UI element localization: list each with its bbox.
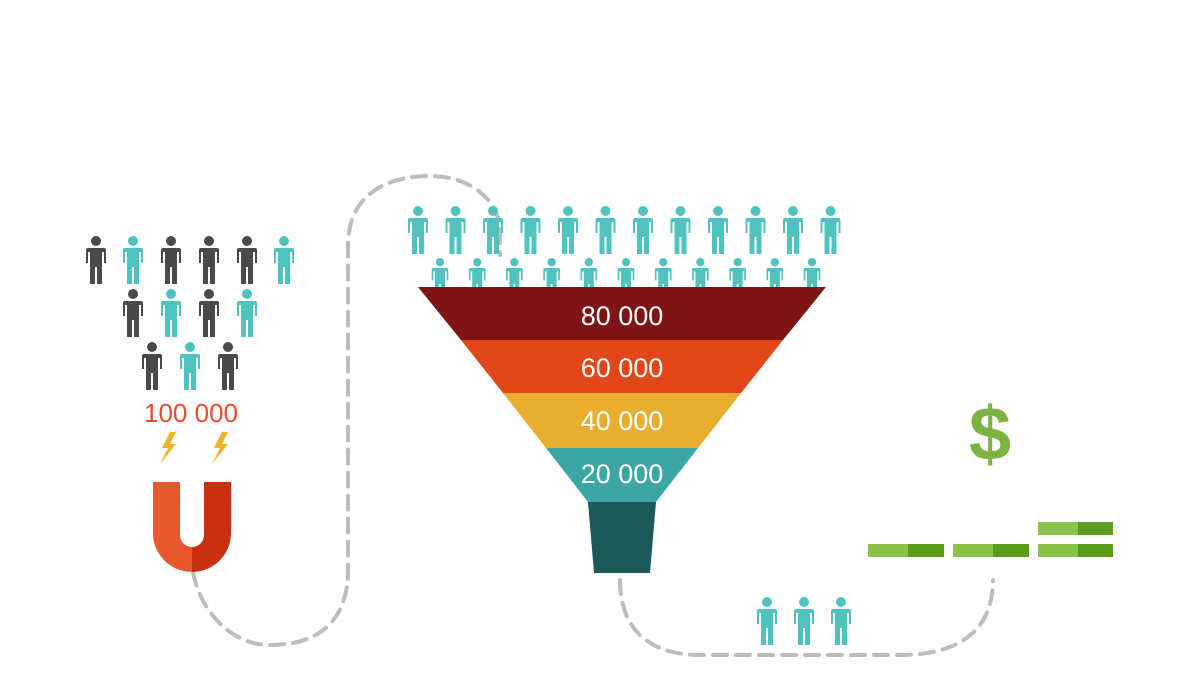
funnel-stage-2	[461, 340, 783, 393]
bill-stack-1-dark	[908, 544, 944, 557]
person-icon	[783, 206, 803, 254]
funnel-stage-1	[418, 287, 826, 340]
funnel-stage-1-label: 80 000	[581, 301, 664, 331]
funnel-stage-4	[546, 448, 698, 502]
magnet-icon	[153, 482, 231, 572]
person-icon	[831, 597, 851, 645]
person-icon	[708, 206, 728, 254]
spark-group	[160, 432, 228, 464]
funnel-stage-2-label: 60 000	[581, 353, 664, 383]
person-icon	[483, 206, 503, 254]
person-icon	[237, 289, 257, 337]
person-icon	[558, 206, 578, 254]
person-icon	[408, 206, 428, 254]
person-icon	[180, 342, 200, 390]
bill-stack-3-light	[1038, 544, 1078, 557]
path-segment-funnel-to-revenue	[618, 578, 995, 657]
funnel-people-group	[408, 206, 841, 298]
funnel-stage-4-label: 20 000	[581, 459, 664, 489]
magnet-right-pole	[192, 482, 231, 572]
path-segment-magnet-to-funnel	[191, 173, 502, 648]
person-icon	[199, 289, 219, 337]
person-icon	[745, 206, 766, 254]
person-icon	[820, 206, 841, 254]
person-icon	[520, 206, 541, 254]
person-icon	[123, 236, 143, 284]
bill-stack-3-top-dark	[1078, 522, 1113, 535]
person-icon	[218, 342, 238, 390]
funnel-spout	[588, 502, 656, 573]
person-icon	[274, 236, 294, 284]
person-icon	[670, 206, 691, 254]
funnel-stage-3-label: 40 000	[581, 406, 664, 436]
person-icon	[757, 597, 777, 645]
person-icon	[794, 597, 814, 645]
money-bills-icon	[868, 522, 1113, 557]
person-icon	[199, 236, 219, 284]
dashed-journey-path	[191, 173, 995, 657]
funnel-stage-3	[503, 393, 741, 448]
person-icon	[237, 236, 257, 284]
leads-count-label: 100 000	[144, 398, 238, 428]
lightning-bolt-icon	[160, 432, 176, 464]
customer-people-group	[757, 597, 851, 645]
bill-stack-3-top-light	[1038, 522, 1078, 535]
magnet-left-pole	[153, 482, 192, 572]
bill-stack-2-light	[953, 544, 993, 557]
lightning-bolt-icon	[212, 432, 228, 464]
bill-stack-1-light	[868, 544, 908, 557]
bill-stack-3-dark	[1078, 544, 1113, 557]
person-icon	[445, 206, 466, 254]
person-icon	[161, 289, 181, 337]
dollar-sign-icon: $	[969, 392, 1011, 477]
leads-people-group	[86, 236, 294, 390]
person-icon	[161, 236, 181, 284]
bill-stack-2-dark	[993, 544, 1029, 557]
person-icon	[86, 236, 106, 284]
person-icon	[123, 289, 143, 337]
funnel: 80 000 60 000 40 000 20 000	[418, 287, 826, 573]
person-icon	[633, 206, 653, 254]
person-icon	[142, 342, 162, 390]
person-icon	[595, 206, 616, 254]
